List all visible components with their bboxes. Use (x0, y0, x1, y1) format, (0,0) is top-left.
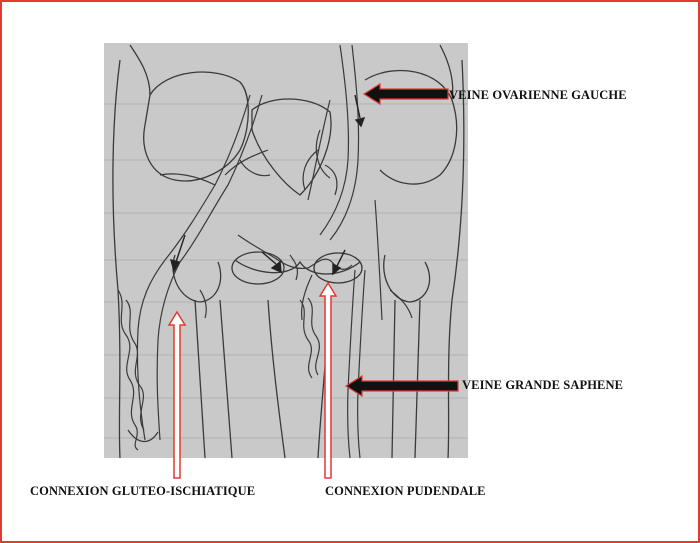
ovarian-pointer-icon (362, 82, 449, 106)
vein-network (117, 44, 413, 459)
pudendal-pointer-icon (318, 281, 338, 479)
flow-arrow-icon (336, 249, 346, 267)
flow-arrow-icon (354, 94, 361, 119)
flow-arrows (170, 94, 366, 276)
gluteo-pointer-icon (167, 310, 187, 479)
pudendal-label: CONNEXION PUDENDALE (325, 484, 486, 498)
great-saphenous-label: VEINE GRANDE SAPHENE (462, 378, 624, 392)
ovarian-vein-label: VEINE OVARIENNE GAUCHE (449, 88, 627, 102)
gluteo-ischiatic-label: CONNEXION GLUTEO-ISCHIATIQUE (30, 484, 256, 498)
flow-arrow-icon (261, 251, 277, 265)
saphenous-pointer-icon (344, 374, 459, 398)
flow-arrow-icon (175, 234, 186, 263)
pelvis-outline (112, 44, 465, 459)
diagram-panel (104, 43, 468, 458)
